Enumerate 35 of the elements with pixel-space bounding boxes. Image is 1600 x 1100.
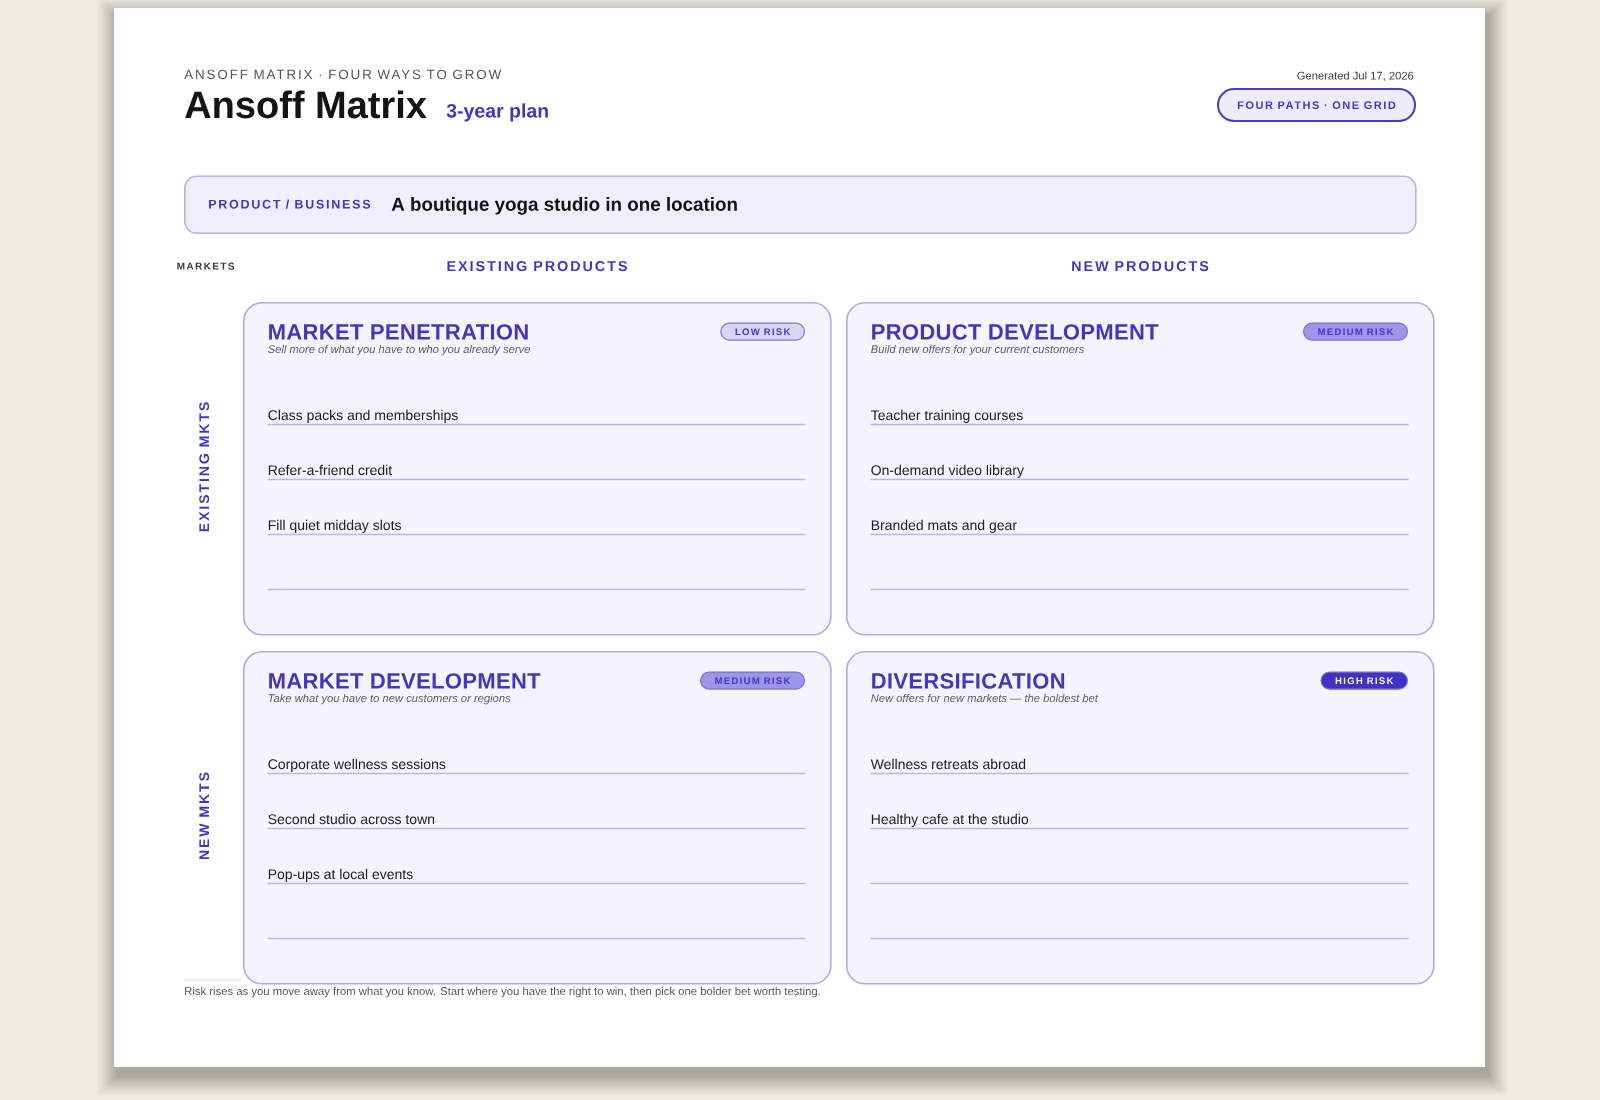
quadrant-subtitle: Sell more of what you have to who you already serve	[268, 344, 530, 356]
quadrant-subtitle: Take what you have to new customers or regions	[268, 693, 511, 705]
item-text: Teacher training courses	[871, 409, 1023, 423]
description-text: A boutique yoga studio in one location	[391, 197, 737, 215]
column-heading: NEW PRODUCTS	[1072, 261, 1209, 272]
subtitle: 3-year plan	[446, 103, 548, 122]
row-heading: NEW MKTS	[199, 772, 210, 860]
item-text: Class packs and memberships	[268, 409, 458, 423]
quadrant-heading: MARKET PENETRATION	[269, 324, 528, 340]
item-text: Corporate wellness sessions	[268, 758, 446, 772]
field-label: PRODUCT / BUSINESS	[209, 199, 371, 209]
footnote: Risk rises as you move away from what you know. Start where you have the right to win, then pick one bolder bet worth testing.	[185, 986, 820, 998]
item-text: Refer-a-friend credit	[268, 464, 393, 476]
item-text: Fill quiet midday slots	[268, 519, 401, 533]
item-text: Branded mats and gear	[871, 519, 1017, 533]
item-text: Wellness retreats abroad	[870, 758, 1026, 770]
quadrant-heading: DIVERSIFICATION	[872, 673, 1065, 689]
quadrant-heading: MARKET DEVELOPMENT	[269, 673, 541, 689]
item-text: On-demand video library	[871, 464, 1024, 478]
risk-badge: LOW RISK	[720, 322, 805, 341]
quadrant-subtitle: Build new offers for your current customers	[871, 344, 1084, 356]
risk-badge: HIGH RISK	[1320, 671, 1408, 690]
item-text: Healthy cafe at the studio	[871, 813, 1029, 827]
tag-pill: FOUR PATHS · ONE GRID	[1217, 88, 1416, 122]
risk-badge: MEDIUM RISK	[1303, 322, 1408, 341]
risk-badge: MEDIUM RISK	[700, 671, 805, 690]
column-heading: EXISTING PRODUCTS	[447, 261, 627, 272]
title: Ansoff Matrix	[185, 90, 427, 119]
item-text: Pop-ups at local events	[268, 868, 413, 882]
overline-text: ANSOFF MATRIX · FOUR WAYS TO GROW	[184, 69, 502, 80]
axis-label: MARKETS	[177, 262, 235, 270]
row-heading: EXISTING MKTS	[199, 402, 210, 532]
quadrant-heading: PRODUCT DEVELOPMENT	[872, 324, 1159, 340]
quadrant-subtitle: New offers for new markets — the boldest bet	[871, 693, 1099, 703]
item-text: Second studio across town	[268, 813, 435, 825]
